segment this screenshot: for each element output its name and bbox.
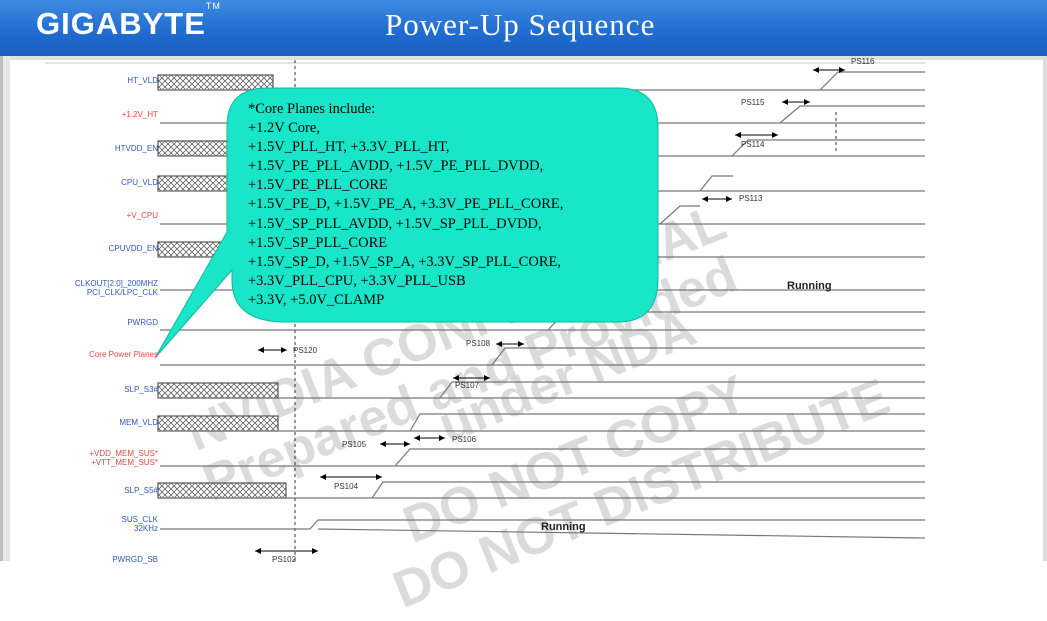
signal-label: MEM_VLD: [119, 418, 158, 427]
slide-frame-left-edge: [0, 56, 3, 561]
signal-label: SUS_CLK: [121, 515, 158, 524]
signal-label: CLKOUT[2:0]_200MHZ: [74, 279, 158, 288]
signal-label: CPU_VLD: [121, 178, 158, 187]
gigabyte-logo: GIGABYTETM: [36, 0, 221, 41]
callout-bubble: [154, 87, 659, 359]
signal-label: PWRGD: [127, 318, 158, 327]
timing-label-ps105: PS105: [342, 440, 367, 449]
slide-frame-right: [1043, 56, 1047, 561]
timing-label-ps104: PS104: [334, 482, 359, 491]
running-label: Running: [787, 280, 832, 292]
callout-line: +1.5V_PE_D, +1.5V_PE_A, +3.3V_PE_PLL_COR…: [248, 196, 564, 213]
callout-line: +3.3V_PLL_CPU, +3.3V_PLL_USB: [248, 272, 466, 289]
timing-label-ps115: PS115: [741, 98, 765, 107]
callout-line: +1.5V_PE_PLL_CORE: [248, 177, 388, 194]
slide-frame-top: [0, 56, 1047, 60]
timing-label-ps108: PS108: [466, 339, 491, 348]
signal-label: HT_VLD: [127, 76, 158, 85]
callout-line: +1.5V_PLL_HT, +3.3V_PLL_HT,: [248, 139, 450, 156]
timing-label-ps107: PS107: [455, 381, 480, 390]
timing-label-ps116: PS116: [851, 57, 875, 66]
signal-label: Core Power Planes: [89, 350, 158, 359]
callout-line: *Core Planes include:: [248, 101, 376, 117]
signal-label: CPUVDD_EN: [108, 244, 158, 253]
timing-diagram: [45, 60, 926, 561]
running-label: Running: [541, 521, 586, 533]
signal-label: SLP_S3#: [124, 385, 158, 394]
timing-label-ps120: PS120: [293, 346, 318, 355]
callout-line: +1.5V_PE_PLL_AVDD, +1.5V_PE_PLL_DVDD,: [248, 158, 544, 175]
signal-label: HTVDD_EN: [114, 144, 158, 153]
signal-label: +V_CPU: [126, 211, 158, 220]
callout-line: +1.5V_SP_PLL_CORE: [248, 234, 388, 251]
timing-label-ps114: PS114: [741, 140, 765, 149]
signal-label: +VTT_MEM_SUS*: [91, 458, 158, 467]
core-planes-callout: *Core Planes include: +1.2V Core, +1.5V_…: [248, 100, 563, 310]
callout-line: +1.5V_SP_PLL_AVDD, +1.5V_SP_PLL_DVDD,: [248, 215, 542, 232]
timing-label-ps102: PS102: [272, 555, 297, 564]
title-bar: GIGABYTETM Power-Up Sequence: [0, 0, 1047, 56]
timing-label-ps106: PS106: [452, 435, 477, 444]
signal-label: PWRGD_SB: [112, 555, 158, 564]
signal-label: PCI_CLK/LPC_CLK: [86, 288, 158, 297]
slide-title: Power-Up Sequence: [385, 7, 656, 42]
signal-label: 32KHz: [133, 524, 158, 533]
callout-line: +3.3V, +5.0V_CLAMP: [248, 291, 385, 308]
signal-label: +1.2V_HT: [121, 110, 158, 119]
callout-line: +1.5V_SP_D, +1.5V_SP_A, +3.3V_SP_PLL_COR…: [248, 253, 561, 270]
callout-line: +1.2V Core,: [248, 120, 320, 137]
signal-label: +VDD_MEM_SUS*: [89, 449, 158, 458]
slide-frame-left: [0, 56, 10, 561]
signal-label: SLP_S5#: [124, 486, 158, 495]
timing-label-ps113: PS113: [739, 194, 763, 203]
